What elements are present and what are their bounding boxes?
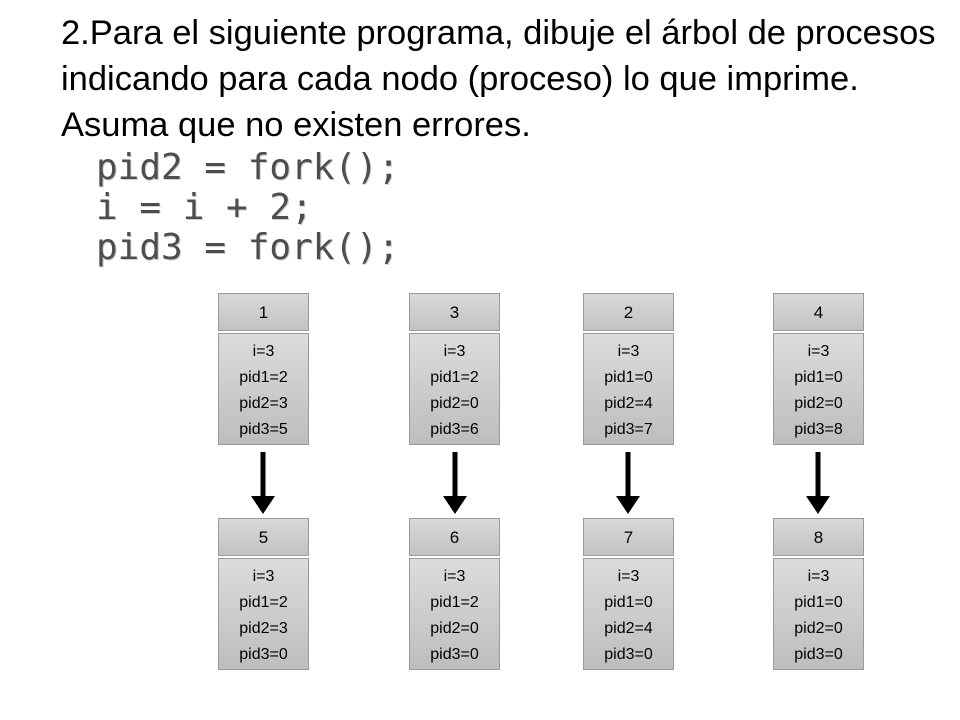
arrow-4-to-8: [806, 452, 830, 514]
output-line: pid1=2: [239, 594, 288, 611]
output-line: i=3: [617, 568, 640, 585]
output-line: pid3=0: [239, 646, 288, 663]
output-line: pid1=2: [239, 369, 288, 386]
process-node-4: 4 i=3 pid1=0 pid2=0 pid3=8: [773, 293, 864, 445]
output-line: pid1=2: [430, 594, 479, 611]
output-line: i=3: [807, 343, 830, 360]
output-line: i=3: [443, 343, 466, 360]
process-id: 1: [218, 293, 309, 331]
output-line: pid1=0: [794, 594, 843, 611]
output-line: pid2=3: [239, 620, 288, 637]
output-line: pid1=0: [604, 369, 653, 386]
process-node-2: 2 i=3 pid1=0 pid2=4 pid3=7: [583, 293, 674, 445]
code-line: i = i + 2;: [96, 187, 313, 228]
output-line: i=3: [252, 568, 275, 585]
output-line: pid1=0: [794, 369, 843, 386]
process-node-7: 7 i=3 pid1=0 pid2=4 pid3=0: [583, 518, 674, 670]
process-node-1: 1 i=3 pid1=2 pid2=3 pid3=5: [218, 293, 309, 445]
process-id: 7: [583, 518, 674, 556]
process-id: 8: [773, 518, 864, 556]
output-line: pid1=2: [430, 369, 479, 386]
process-node-5: 5 i=3 pid1=2 pid2=3 pid3=0: [218, 518, 309, 670]
process-id: 3: [409, 293, 500, 331]
output-line: i=3: [617, 343, 640, 360]
arrow-1-to-5: [251, 452, 275, 514]
output-line: i=3: [807, 568, 830, 585]
output-line: pid3=8: [794, 421, 843, 438]
process-id: 4: [773, 293, 864, 331]
process-output: i=3 pid1=2 pid2=3 pid3=0: [218, 558, 309, 670]
output-line: pid2=0: [430, 395, 479, 412]
output-line: pid3=5: [239, 421, 288, 438]
process-id: 2: [583, 293, 674, 331]
process-output: i=3 pid1=0 pid2=4 pid3=0: [583, 558, 674, 670]
output-line: pid3=7: [604, 421, 653, 438]
output-line: pid2=3: [239, 395, 288, 412]
process-output: i=3 pid1=2 pid2=0 pid3=0: [409, 558, 500, 670]
output-line: pid3=0: [794, 646, 843, 663]
code-line: pid2 = fork();: [96, 147, 400, 188]
process-output: i=3 pid1=2 pid2=0 pid3=6: [409, 333, 500, 445]
arrow-3-to-6: [443, 452, 467, 514]
output-line: pid2=0: [430, 620, 479, 637]
process-id: 6: [409, 518, 500, 556]
process-output: i=3 pid1=0 pid2=0 pid3=0: [773, 558, 864, 670]
code-line: pid3 = fork();: [96, 227, 400, 268]
process-node-3: 3 i=3 pid1=2 pid2=0 pid3=6: [409, 293, 500, 445]
output-line: pid3=0: [430, 646, 479, 663]
arrow-2-to-7: [616, 452, 640, 514]
output-line: pid3=0: [604, 646, 653, 663]
output-line: pid2=0: [794, 620, 843, 637]
output-line: pid1=0: [604, 594, 653, 611]
process-output: i=3 pid1=0 pid2=4 pid3=7: [583, 333, 674, 445]
output-line: pid2=0: [794, 395, 843, 412]
output-line: pid2=4: [604, 395, 653, 412]
process-output: i=3 pid1=2 pid2=3 pid3=5: [218, 333, 309, 445]
process-node-8: 8 i=3 pid1=0 pid2=0 pid3=0: [773, 518, 864, 670]
output-line: pid2=4: [604, 620, 653, 637]
slide-title: 2.Para el siguiente programa, dibuje el …: [61, 14, 936, 144]
output-line: i=3: [252, 343, 275, 360]
output-line: pid3=6: [430, 421, 479, 438]
process-node-6: 6 i=3 pid1=2 pid2=0 pid3=0: [409, 518, 500, 670]
process-output: i=3 pid1=0 pid2=0 pid3=8: [773, 333, 864, 445]
output-line: i=3: [443, 568, 466, 585]
process-id: 5: [218, 518, 309, 556]
